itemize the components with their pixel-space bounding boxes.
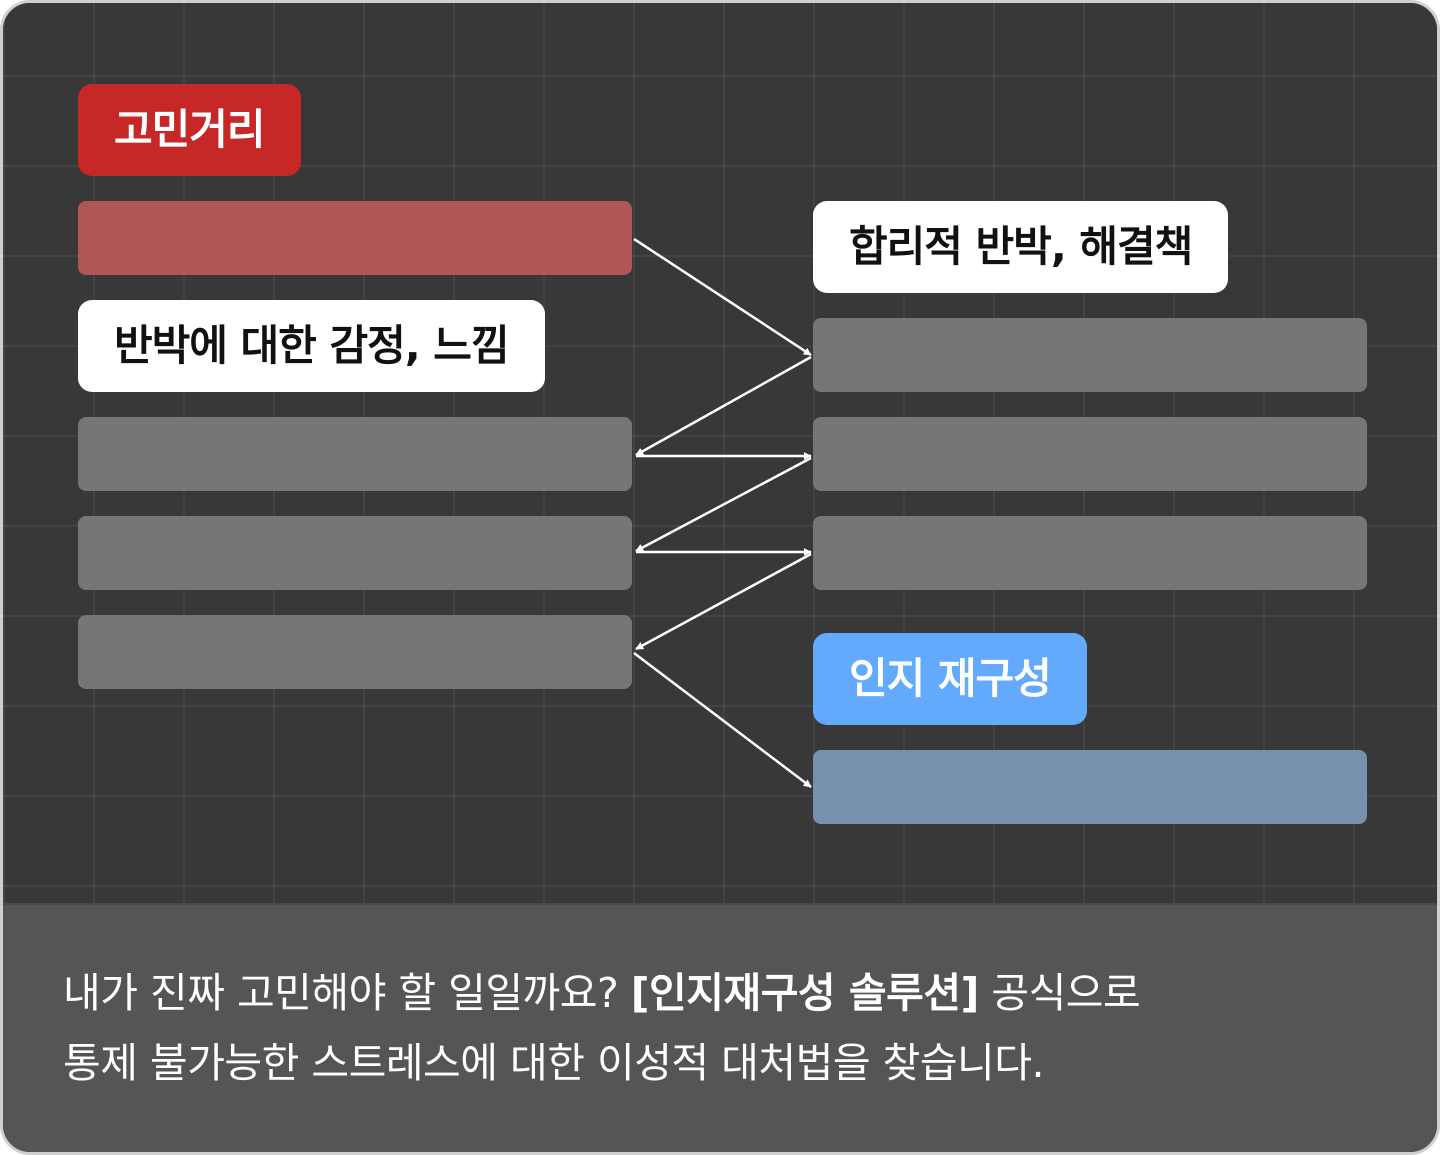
- label-rational: 합리적 반박, 해결책: [813, 201, 1229, 293]
- concern-bar: [78, 201, 632, 275]
- caption-line-1-end: 공식으로: [978, 969, 1141, 1017]
- caption-line-2: 통제 불가능한 스트레스에 대한 이성적 대처법을 찾습니다.: [63, 1039, 1045, 1087]
- caption: 내가 진짜 고민해야 할 일일까요? [인지재구성 솔루션] 공식으로 통제 불…: [63, 958, 1363, 1098]
- arrow-concern-to-rational: [633, 237, 812, 357]
- caption-line-1-text: 내가 진짜 고민해야 할 일일까요?: [63, 969, 631, 1017]
- rational-bar-1: [813, 318, 1367, 392]
- caption-line-1: 내가 진짜 고민해야 할 일일까요? [인지재구성 솔루션] 공식으로: [63, 958, 1363, 1028]
- caption-area: [3, 903, 1437, 1152]
- reframe-bar: [813, 750, 1367, 824]
- label-concern: 고민거리: [78, 84, 301, 176]
- arrow-feeling3-to-reframe: [633, 652, 812, 788]
- label-reframe: 인지 재구성: [813, 633, 1087, 725]
- feeling-bar-3: [78, 615, 632, 689]
- arrow-rational1-to-feeling1: [635, 355, 812, 457]
- feeling-bar-1: [78, 417, 632, 491]
- arrow-rational3-to-feeling3: [635, 552, 812, 651]
- diagram-area: 고민거리 반박에 대한 감정, 느낌 합리적 반박, 해결책 인지 재구성: [3, 3, 1437, 903]
- arrow-rational2-to-feeling2: [635, 456, 812, 553]
- label-feelings: 반박에 대한 감정, 느낌: [78, 300, 545, 392]
- rational-bar-3: [813, 516, 1367, 590]
- feeling-bar-2: [78, 516, 632, 590]
- caption-highlight: [인지재구성 솔루션]: [630, 969, 980, 1017]
- flow-arrows: [633, 237, 812, 788]
- rational-bar-2: [813, 417, 1367, 491]
